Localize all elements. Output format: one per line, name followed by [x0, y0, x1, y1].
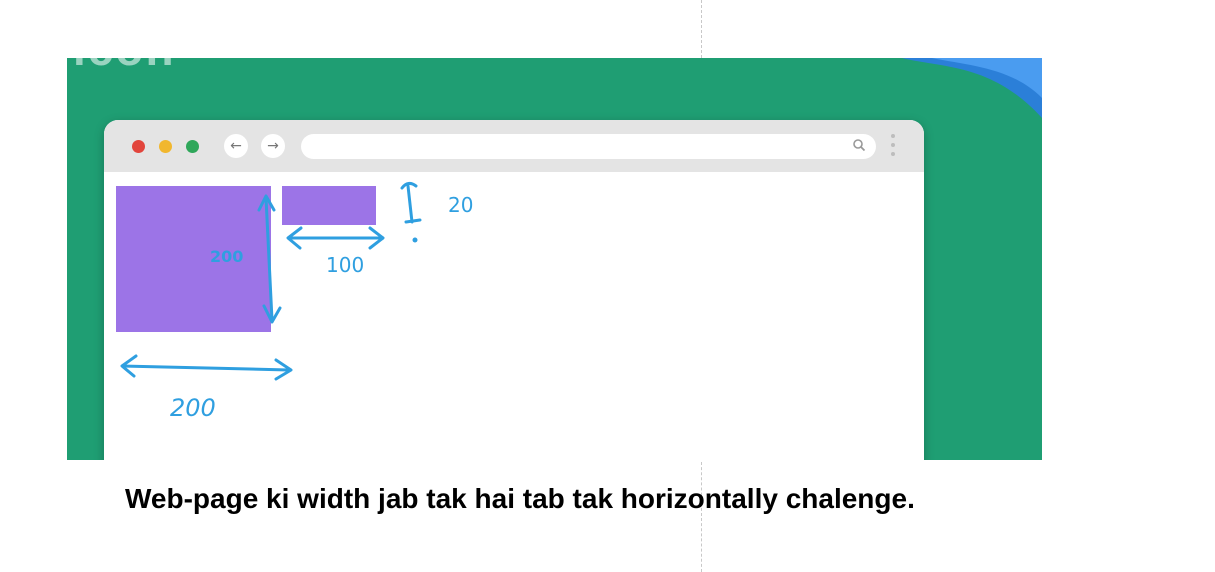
search-icon[interactable] [852, 138, 866, 152]
big-box-height-arrow [264, 196, 274, 322]
address-bar[interactable] [301, 134, 876, 159]
wave-decoration [902, 58, 1042, 118]
video-slide: icon ← → [67, 58, 1042, 460]
browser-window: ← → [104, 120, 924, 460]
close-window-dot-icon[interactable] [132, 140, 145, 153]
slide-caption: Web-page ki width jab tak hai tab tak ho… [125, 483, 915, 514]
browser-menu-icon[interactable] [890, 134, 896, 160]
minimize-window-dot-icon[interactable] [159, 140, 172, 153]
guide-line-bottom [701, 462, 702, 572]
small-box-height-label: 20 [448, 193, 473, 217]
handwritten-annotations: 200 200 100 20 [120, 181, 473, 422]
big-box-width-label: 200 [170, 394, 216, 422]
big-box-height-label: 200 [210, 247, 243, 266]
back-arrow-icon[interactable]: ← [224, 134, 248, 158]
purple-box-large [116, 186, 271, 332]
guide-line-top [701, 0, 702, 58]
slide-cut-off-title: icon [73, 58, 176, 76]
forward-arrow-icon[interactable]: → [261, 134, 285, 158]
small-box-width-label: 100 [326, 253, 364, 277]
big-box-width-arrow [122, 364, 291, 372]
maximize-window-dot-icon[interactable] [186, 140, 199, 153]
browser-toolbar: ← → [104, 120, 924, 172]
purple-box-small [282, 186, 376, 225]
small-box-height-bracket [406, 184, 414, 224]
